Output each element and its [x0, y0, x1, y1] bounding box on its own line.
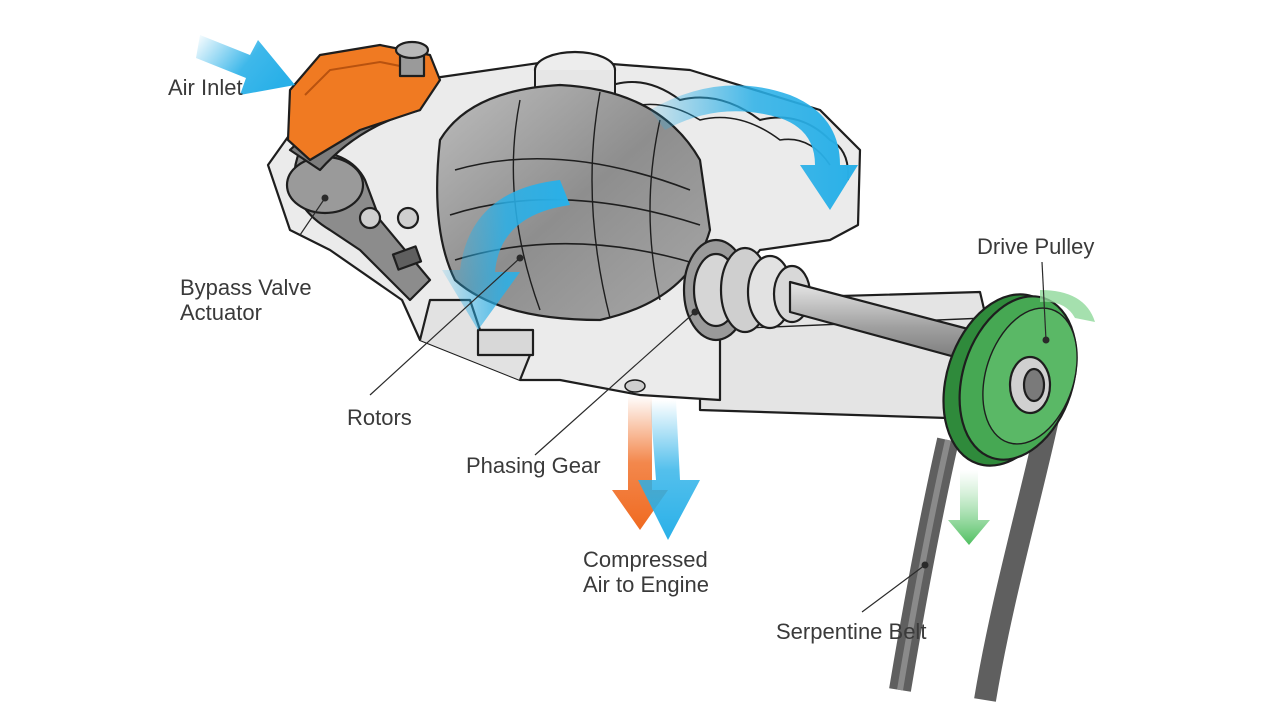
compressed-air-label-line1: Compressed: [583, 547, 708, 572]
inlet-cover: [286, 40, 442, 162]
air-inlet-label: Air Inlet: [168, 75, 243, 100]
leader-lines: [299, 194, 1050, 613]
compressed-air-arrow: [612, 395, 700, 540]
drive-pulley-label: Drive Pulley: [977, 234, 1094, 259]
internal-flow-arrow: [442, 85, 858, 330]
rotors-label: Rotors: [347, 405, 412, 430]
bypass-valve-actuator-label-line1: Bypass Valve: [180, 275, 312, 300]
phasing-gear-label: Phasing Gear: [466, 453, 601, 478]
pulley-rotation-arrow: [948, 290, 1095, 545]
bypass-valve-actuator-label-line2: Actuator: [180, 300, 262, 325]
serpentine-belt-label: Serpentine Belt: [776, 619, 926, 644]
compressed-air-label-line2: Air to Engine: [583, 572, 709, 597]
air-inlet-arrow: [196, 35, 295, 95]
phasing-gear: [682, 238, 812, 342]
